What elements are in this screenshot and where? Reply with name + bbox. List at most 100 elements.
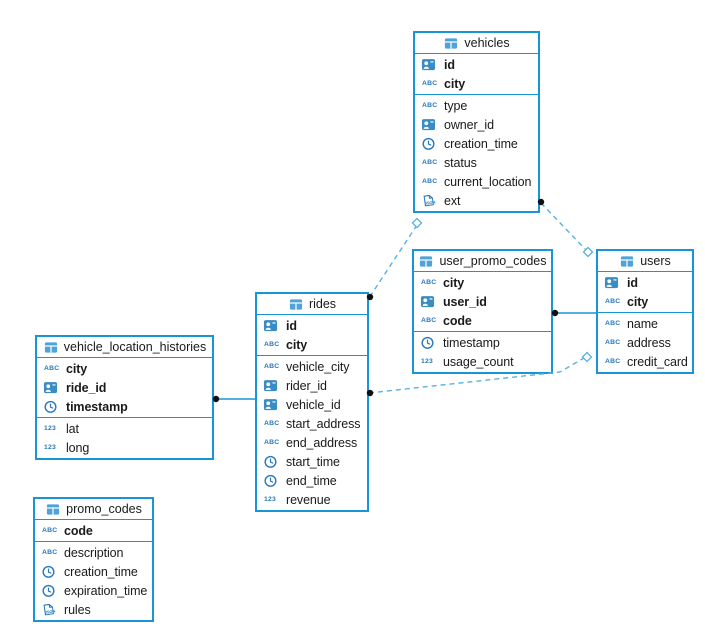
field-row: creation_time <box>35 562 152 581</box>
field-row: ABC vehicle_city <box>257 357 367 376</box>
string-type-icon: ABC <box>264 341 280 348</box>
field-name: city <box>444 76 466 91</box>
field-name: name <box>627 316 658 331</box>
table-header: users <box>598 251 692 272</box>
fields-section: ABC name ABC address ABC credit_card <box>598 312 692 372</box>
table-icon <box>443 36 459 51</box>
id-type-icon <box>421 57 440 72</box>
timestamp-type-icon <box>263 454 282 469</box>
field-name: id <box>627 275 638 290</box>
table-icon <box>43 340 59 355</box>
field-row: 123 lat <box>37 419 212 438</box>
field-row: ABC city <box>598 292 692 311</box>
field-row: timestamp <box>414 333 551 352</box>
table-title: vehicles <box>464 36 510 50</box>
table-icon <box>619 254 635 269</box>
field-name: current_location <box>444 174 532 189</box>
timestamp-type-icon <box>420 335 439 350</box>
field-row: user_id <box>414 292 551 311</box>
id-type-icon <box>43 380 62 395</box>
field-name: rider_id <box>286 378 327 393</box>
string-type-icon: ABC <box>44 365 60 372</box>
id-type-icon <box>263 397 282 412</box>
table-user-promo-codes[interactable]: user_promo_codes ABC city user_id ABC co… <box>412 249 553 374</box>
connector-diamond <box>411 217 423 229</box>
table-header: rides <box>257 294 367 315</box>
field-name: vehicle_city <box>286 359 350 374</box>
timestamp-type-icon <box>41 564 60 579</box>
field-name: end_address <box>286 435 358 450</box>
field-row: rider_id <box>257 376 367 395</box>
field-name: id <box>286 318 297 333</box>
field-row: ABC description <box>35 543 152 562</box>
field-name: creation_time <box>64 564 138 579</box>
field-row: ABC name <box>598 314 692 333</box>
field-name: id <box>444 57 455 72</box>
field-row: expiration_time <box>35 581 152 600</box>
table-title: promo_codes <box>66 502 142 516</box>
field-row: ext <box>415 191 538 210</box>
field-row: ABC credit_card <box>598 352 692 371</box>
field-row: ABC address <box>598 333 692 352</box>
string-type-icon: ABC <box>605 298 621 305</box>
table-title: rides <box>308 297 337 311</box>
string-type-icon: ABC <box>422 102 438 109</box>
field-row: rules <box>35 600 152 619</box>
table-vehicle-location-histories[interactable]: vehicle_location_histories ABC city ride… <box>35 335 214 460</box>
table-header: promo_codes <box>35 499 152 520</box>
field-row: ABC city <box>414 273 551 292</box>
field-name: city <box>627 294 649 309</box>
field-row: ABC start_address <box>257 414 367 433</box>
relation-vehicles-rides[interactable] <box>370 224 418 296</box>
field-name: revenue <box>286 492 331 507</box>
field-row: id <box>598 273 692 292</box>
timestamp-type-icon <box>421 136 440 151</box>
table-vehicles[interactable]: vehicles id ABC city ABC type owner_id <box>413 31 540 213</box>
string-type-icon: ABC <box>605 358 621 365</box>
field-name: start_address <box>286 416 361 431</box>
field-name: type <box>444 98 468 113</box>
string-type-icon: ABC <box>422 80 438 87</box>
string-type-icon: ABC <box>421 279 437 286</box>
field-name: end_time <box>286 473 337 488</box>
json-type-icon <box>421 193 440 208</box>
field-row: id <box>415 55 538 74</box>
field-name: lat <box>66 421 79 436</box>
table-promo-codes[interactable]: promo_codes ABC code ABC description cre… <box>33 497 154 622</box>
field-name: city <box>443 275 465 290</box>
field-row: ABC current_location <box>415 172 538 191</box>
field-row: id <box>257 316 367 335</box>
fields-section: ABC vehicle_city rider_id vehicle_id ABC… <box>257 355 367 510</box>
field-row: 123 revenue <box>257 490 367 509</box>
field-row: end_time <box>257 471 367 490</box>
id-type-icon <box>263 318 282 333</box>
field-name: credit_card <box>627 354 688 369</box>
table-rides[interactable]: rides id ABC city ABC vehicle_city rider… <box>255 292 369 512</box>
connector-diamond <box>582 246 594 258</box>
string-type-icon: ABC <box>264 439 280 446</box>
field-name: city <box>66 361 88 376</box>
field-row: ABC status <box>415 153 538 172</box>
id-type-icon <box>604 275 623 290</box>
field-name: description <box>64 545 124 560</box>
field-name: timestamp <box>66 399 128 414</box>
field-name: expiration_time <box>64 583 148 598</box>
field-row: ride_id <box>37 378 212 397</box>
field-row: owner_id <box>415 115 538 134</box>
connector-diamond <box>581 351 593 363</box>
relation-vehicles-users[interactable] <box>540 202 588 252</box>
field-row: ABC type <box>415 96 538 115</box>
string-type-icon: ABC <box>422 178 438 185</box>
field-name: rules <box>64 602 91 617</box>
table-title: users <box>640 254 671 268</box>
table-users[interactable]: users id ABC city ABC name ABC address A… <box>596 249 694 374</box>
fields-section: timestamp 123 usage_count <box>414 331 551 372</box>
field-row: creation_time <box>415 134 538 153</box>
field-name: start_time <box>286 454 340 469</box>
field-name: owner_id <box>444 117 494 132</box>
fields-section: ABC type owner_id creation_time ABC stat… <box>415 94 538 211</box>
primary-key-section: ABC city ride_id timestamp <box>37 358 212 417</box>
id-type-icon <box>420 294 439 309</box>
primary-key-section: id ABC city <box>415 54 538 94</box>
